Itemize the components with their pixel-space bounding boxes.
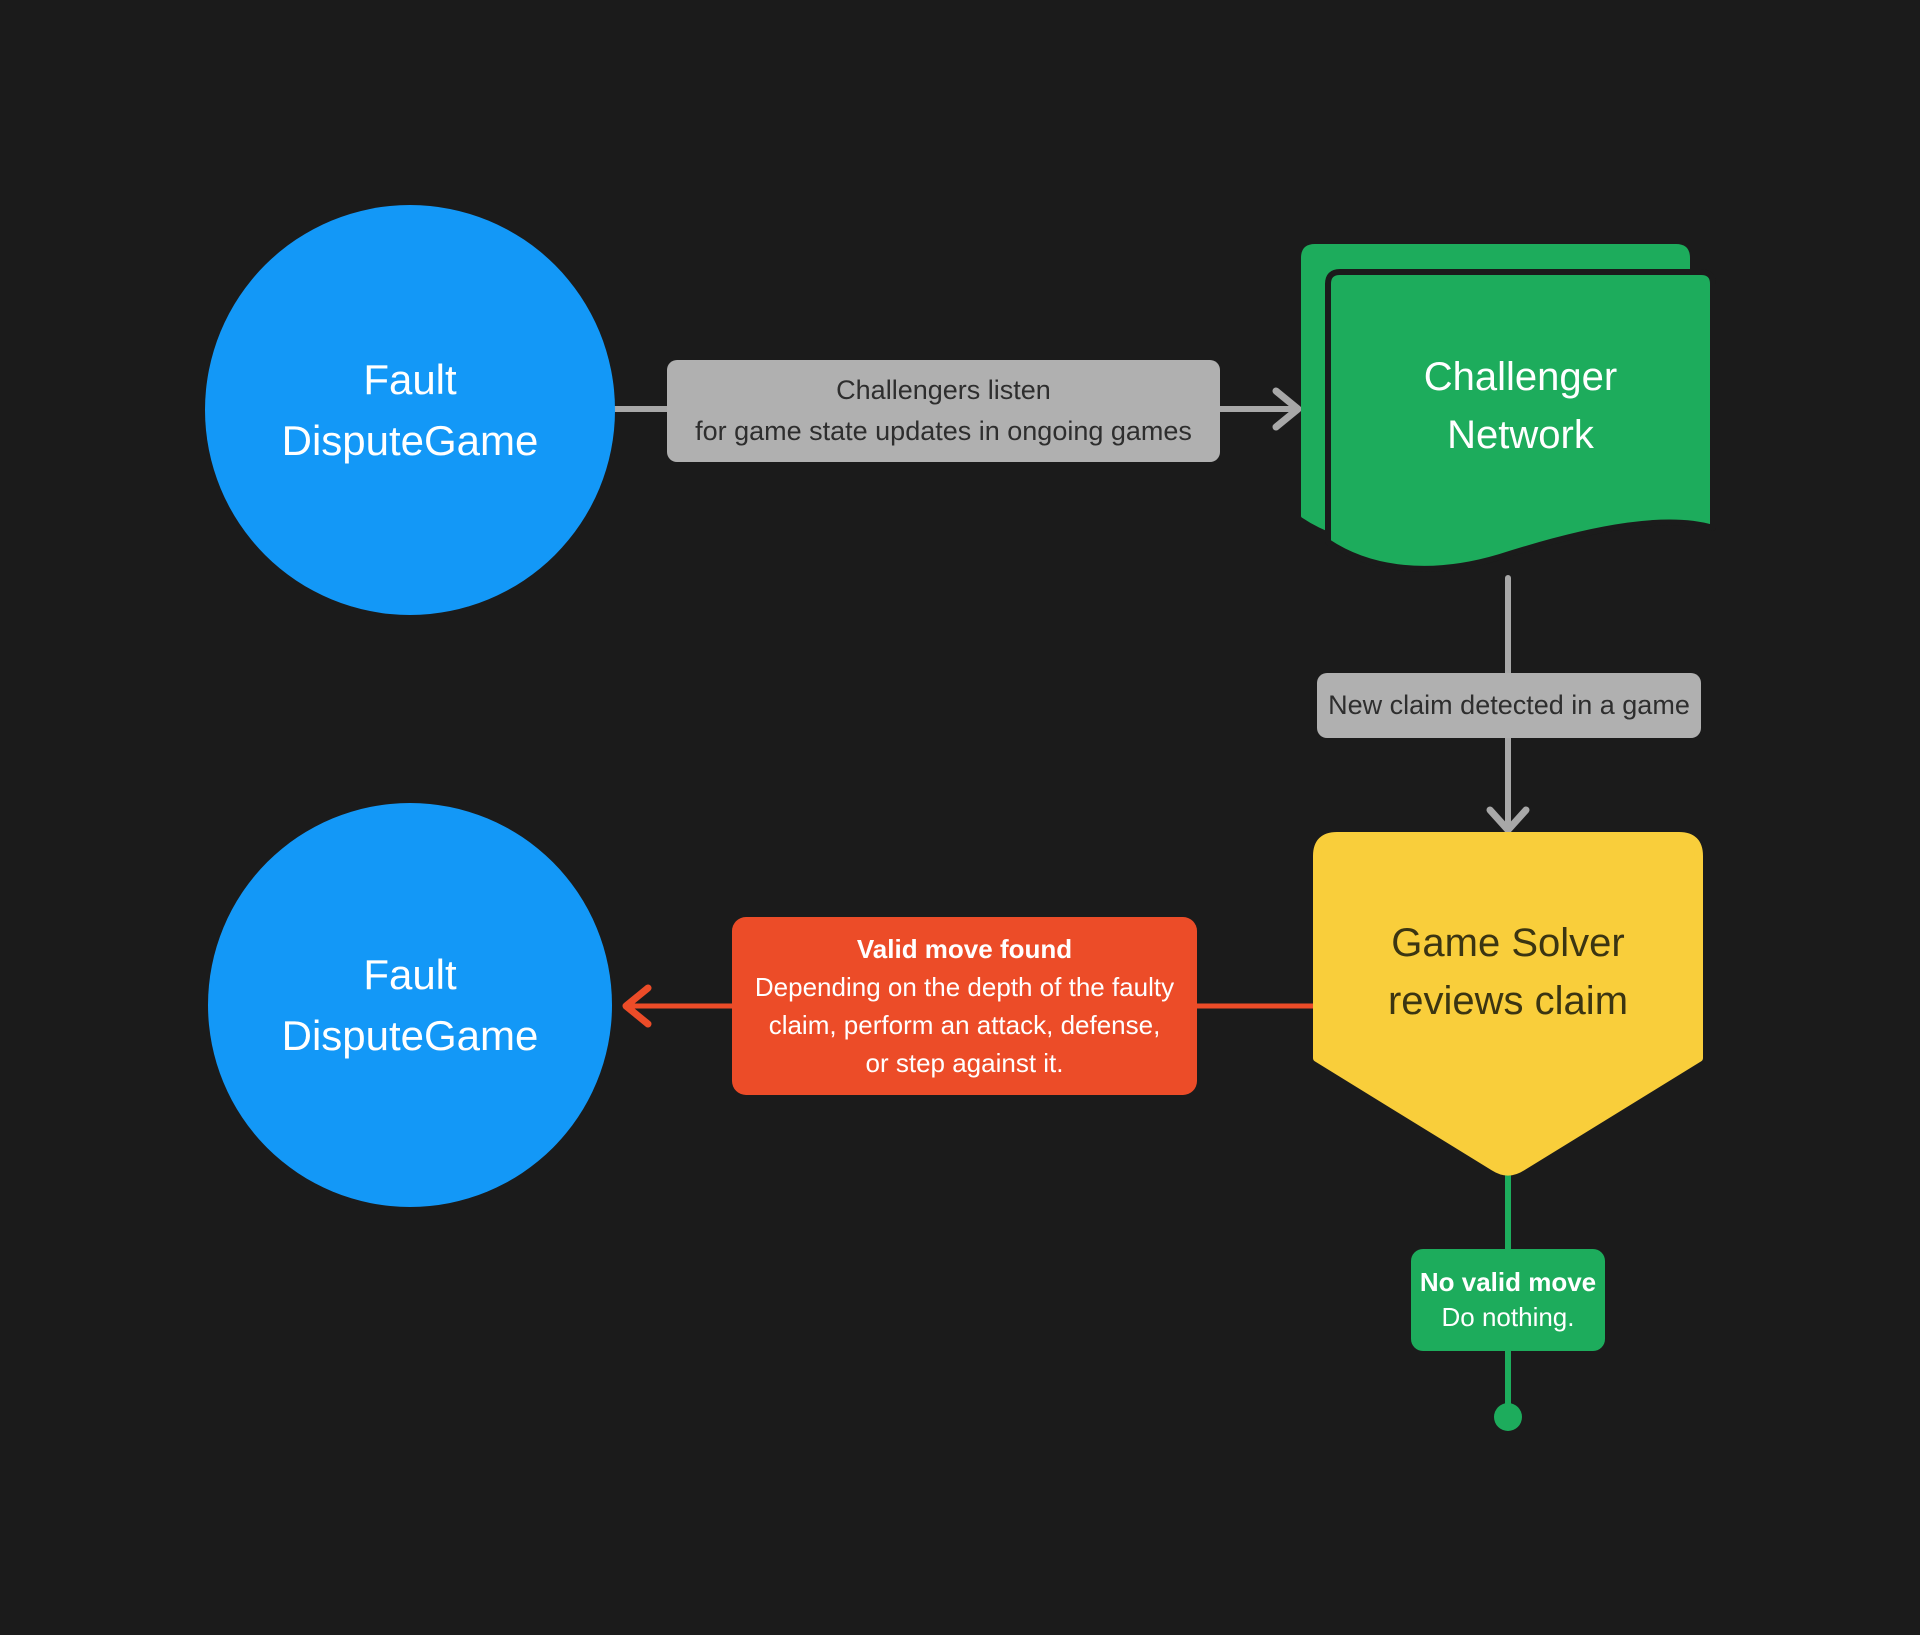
edge-label-new-claim: New claim detected in a game <box>1317 673 1701 738</box>
arrowhead-right-icon <box>1272 387 1302 431</box>
node-fault-dispute-game-top: Fault DisputeGame <box>205 205 615 615</box>
callout-body: Do nothing. <box>1441 1302 1575 1332</box>
arrowhead-down-icon <box>1486 806 1530 834</box>
edge-label-text: Challengers listen for game state update… <box>695 375 1192 446</box>
terminal-dot-icon <box>1494 1403 1522 1431</box>
edge-label-text: New claim detected in a game <box>1328 690 1690 720</box>
edge-label-challengers-listen: Challengers listen for game state update… <box>667 360 1220 462</box>
node-fault-dispute-game-bottom: Fault DisputeGame <box>208 803 612 1207</box>
node-label: Fault DisputeGame <box>281 356 539 464</box>
callout-title: Valid move found <box>856 934 1073 964</box>
callout-no-valid-move: No valid move Do nothing. <box>1411 1249 1605 1351</box>
callout-title: No valid move <box>1419 1267 1597 1297</box>
challenger-network-front-card <box>1325 269 1716 572</box>
node-label: Fault DisputeGame <box>281 951 539 1059</box>
callout-body: Depending on the depth of the faulty cla… <box>754 972 1175 1078</box>
callout-valid-move: Valid move found Depending on the depth … <box>732 917 1197 1095</box>
game-solver-shape <box>1313 832 1703 1176</box>
arrowhead-left-red-icon <box>622 984 652 1028</box>
